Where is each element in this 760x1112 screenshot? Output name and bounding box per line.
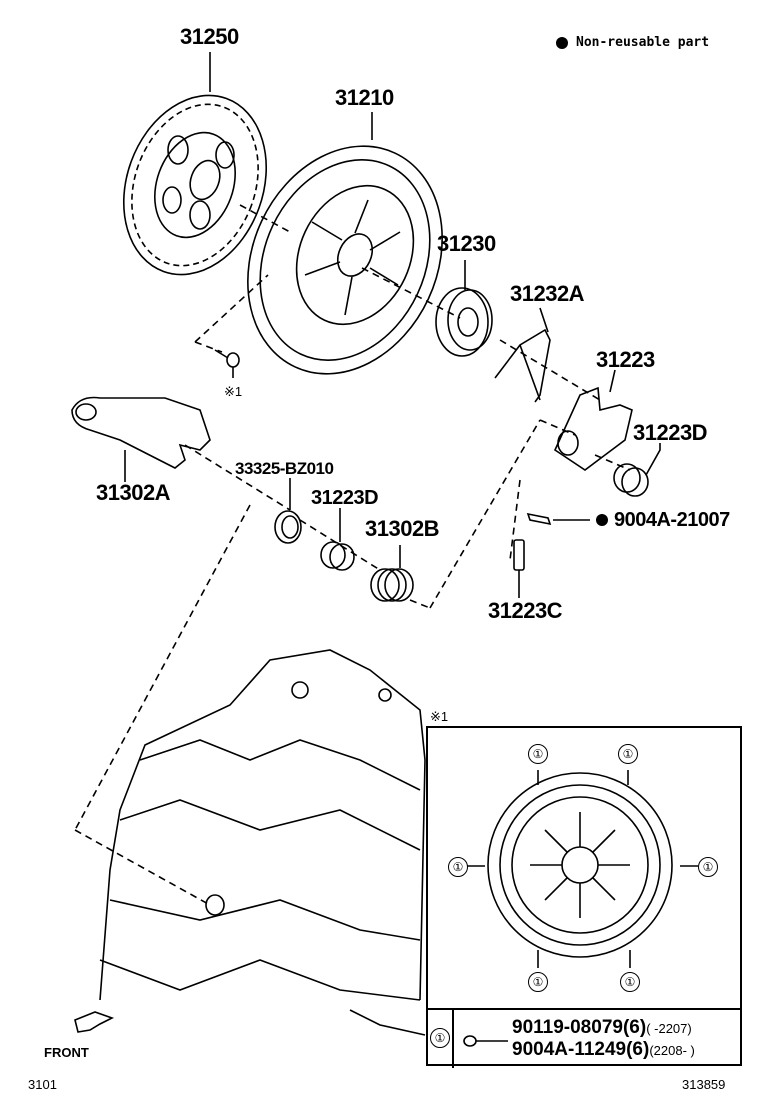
oil-seal-drawing	[274, 478, 302, 544]
callout-1: ①	[448, 857, 468, 877]
release-fork-drawing	[553, 369, 633, 471]
spring-drawing	[370, 545, 414, 602]
pressure-plate-drawing	[247, 112, 443, 375]
part-label-31223d-right[interactable]: 31223D	[633, 420, 708, 445]
callout-1: ①	[698, 857, 718, 877]
bolt-part-1[interactable]: 90119-08079(6)( -2207)	[512, 1018, 692, 1037]
alignment-lines	[74, 204, 631, 906]
inset-pressure-plate-drawing	[463, 770, 698, 1047]
ref-mark-1: ※1	[224, 384, 243, 399]
callout-1: ①	[620, 972, 640, 992]
part-label-31302b[interactable]: 31302B	[365, 516, 440, 541]
pin-drawing	[526, 512, 552, 526]
bolt-part-2[interactable]: 9004A-11249(6)(2208- )	[512, 1040, 695, 1059]
bushing-right-drawing	[613, 443, 661, 497]
non-reusable-dot-icon	[556, 36, 568, 49]
part-label-31230[interactable]: 31230	[437, 231, 496, 256]
bolt-range: ( -2207)	[646, 1021, 692, 1036]
part-label-31223d-left[interactable]: 31223D	[311, 487, 379, 509]
front-label: FRONT	[44, 1045, 89, 1060]
clutch-disc-drawing	[122, 52, 268, 276]
transaxle-housing-drawing	[99, 649, 426, 1036]
part-label-33325-bz010[interactable]: 33325-BZ010	[235, 459, 334, 478]
callout-1: ①	[528, 744, 548, 764]
non-reusable-dot-icon	[596, 514, 608, 526]
footer-left-code: 3101	[28, 1077, 57, 1092]
bushing-left-drawing	[320, 508, 355, 571]
bolt-qty: (6)	[622, 1017, 647, 1038]
bolt-qty: (6)	[626, 1039, 650, 1060]
clip-drawing	[494, 328, 551, 403]
legend: Non-reusable part	[556, 36, 709, 49]
callout-1: ①	[430, 1028, 450, 1048]
release-lever-drawing	[71, 396, 211, 482]
footer-right-code: 313859	[682, 1077, 726, 1092]
callout-1: ①	[528, 972, 548, 992]
bolt-table: ① 90119-08079(6)( -2207) 9004A-11249(6)(…	[428, 1008, 740, 1068]
part-label-31210[interactable]: 31210	[335, 85, 394, 110]
table-divider	[452, 1010, 454, 1068]
bolt-range: (2208- )	[649, 1043, 695, 1058]
inset-panel: ① 90119-08079(6)( -2207) 9004A-11249(6)(…	[426, 726, 742, 1068]
release-bearing-drawing	[435, 260, 493, 357]
part-label-31232a[interactable]: 31232A	[510, 281, 585, 306]
inset-title: ※1	[430, 709, 449, 724]
pivot-bolt-drawing	[513, 539, 525, 598]
bolt-part-number: 90119-08079	[512, 1017, 623, 1038]
part-label-9004a-21007[interactable]: 9004A-21007	[614, 509, 730, 531]
part-label-31302a[interactable]: 31302A	[96, 480, 171, 505]
part-label-31223[interactable]: 31223	[596, 347, 655, 372]
part-label-31223c[interactable]: 31223C	[488, 598, 563, 623]
legend-text: Non-reusable part	[576, 35, 710, 50]
callout-1: ①	[618, 744, 638, 764]
front-arrow-icon	[74, 1011, 115, 1033]
part-label-31250[interactable]: 31250	[180, 24, 239, 49]
bolt-part-number: 9004A-11249	[512, 1039, 627, 1060]
small-bolt-drawing	[214, 349, 240, 378]
